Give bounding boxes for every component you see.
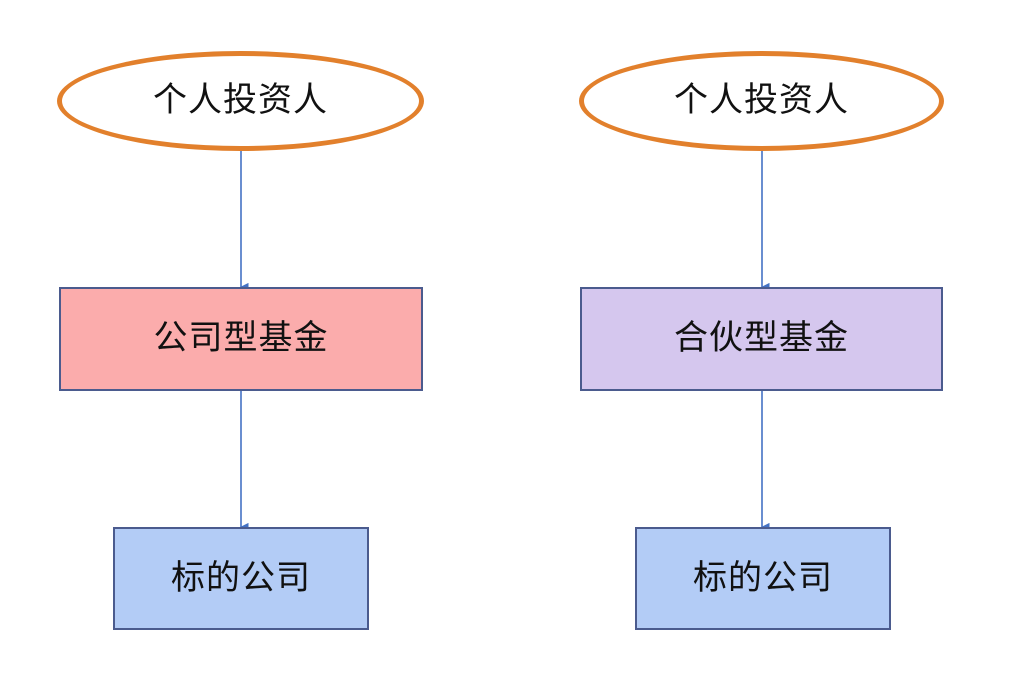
partnership-fund-label: 合伙型基金: [674, 320, 849, 357]
individual-investor-label-right: 个人投资人: [674, 82, 849, 119]
target-company-label-left: 标的公司: [171, 559, 311, 597]
partnership-fund-box[interactable]: 合伙型基金: [580, 287, 943, 391]
target-company-box-left[interactable]: 标的公司: [113, 527, 369, 630]
individual-investor-label-left: 个人投资人: [153, 82, 328, 119]
corporate-fund-box[interactable]: 公司型基金: [59, 287, 423, 391]
target-company-label-right: 标的公司: [693, 559, 833, 597]
individual-investor-ellipse-right[interactable]: 个人投资人: [579, 51, 944, 151]
target-company-box-right[interactable]: 标的公司: [635, 527, 891, 630]
individual-investor-ellipse-left[interactable]: 个人投资人: [57, 51, 424, 151]
corporate-fund-label: 公司型基金: [153, 320, 329, 357]
